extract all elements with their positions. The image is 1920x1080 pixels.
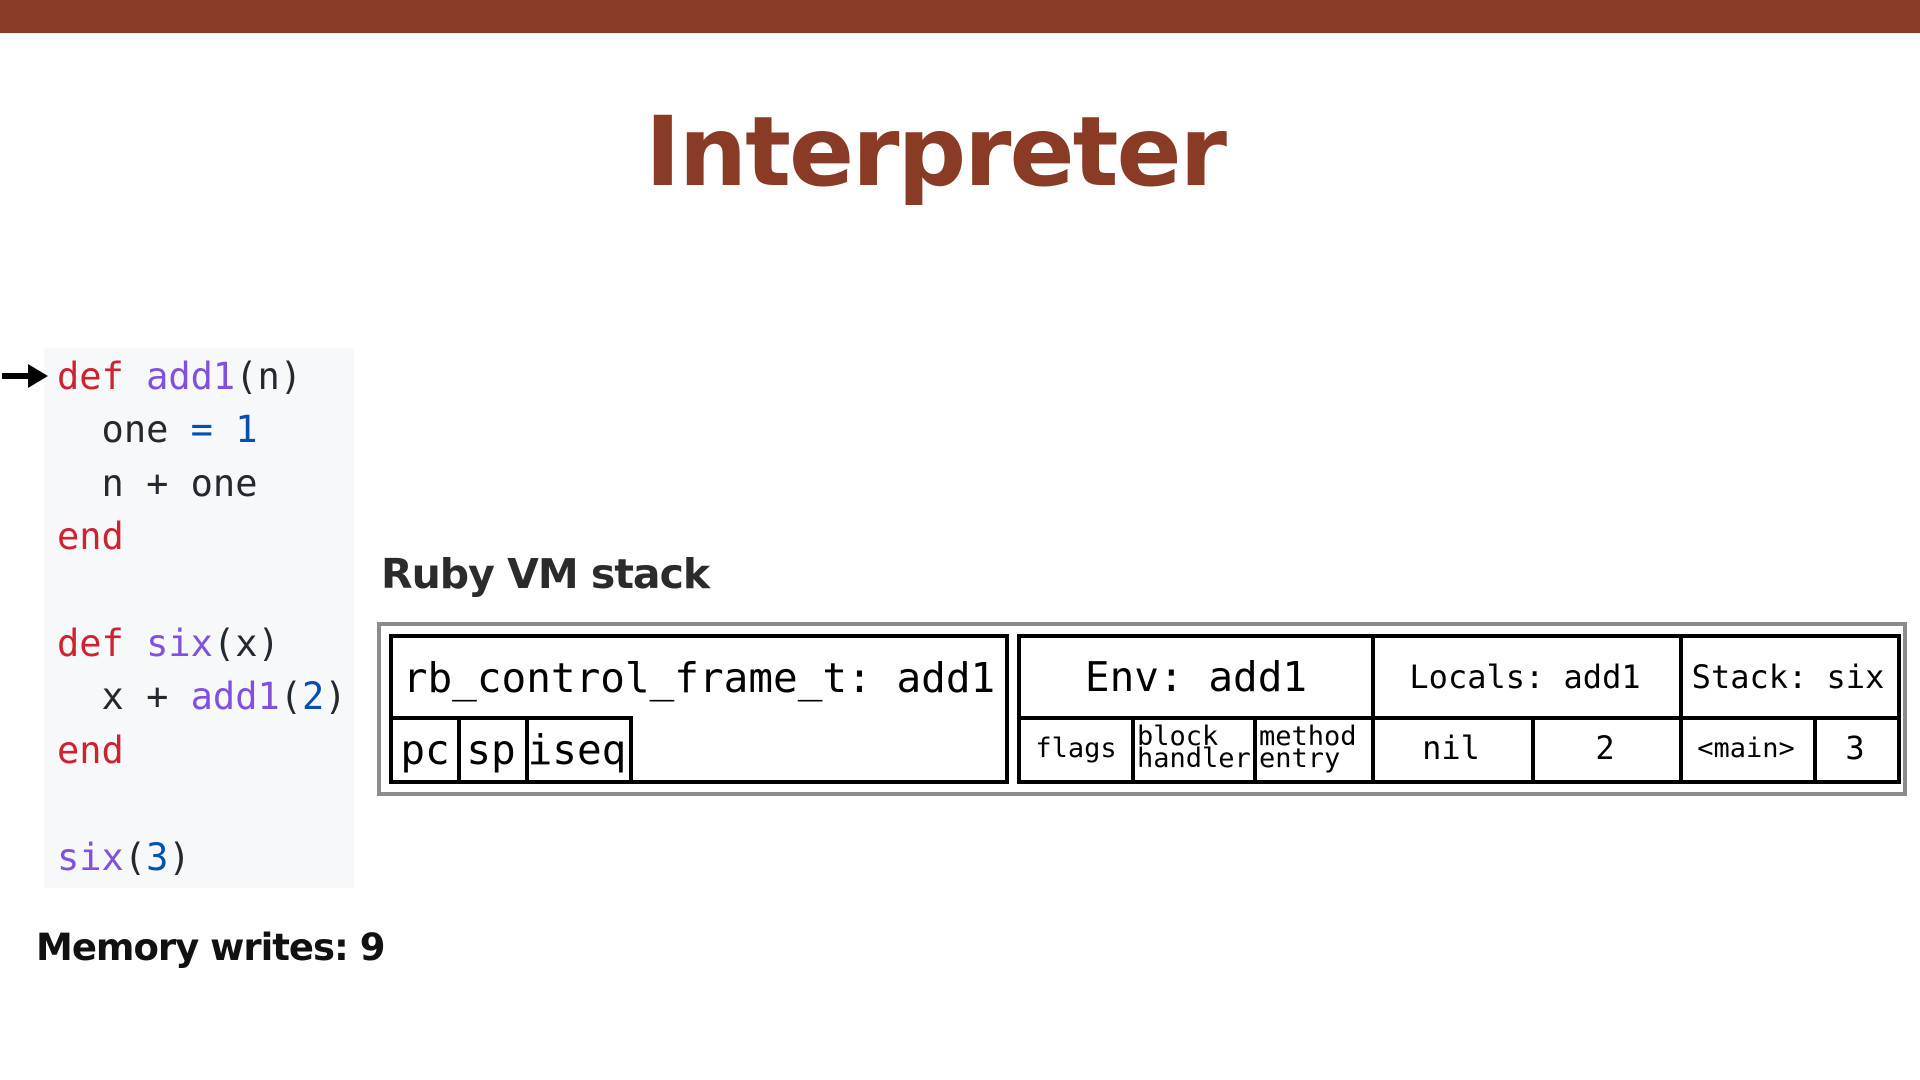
control-frame-field-pc: pc: [393, 716, 461, 780]
code-token: add1: [190, 675, 280, 719]
code-token: add1: [146, 355, 236, 398]
control-frame-title: rb_control_frame_t: add1: [402, 654, 996, 702]
code-token: six: [57, 835, 124, 879]
env-title: Env: add1: [1021, 638, 1375, 720]
code-token: n + one: [57, 461, 258, 505]
code-token: (: [123, 835, 147, 879]
code-line: end: [57, 510, 124, 564]
env-field-block-handler-line2: handler: [1137, 743, 1251, 774]
current-line-arrow-icon: [2, 364, 48, 388]
memory-writes-counter: Memory writes: 9: [36, 926, 385, 969]
code-token: (x): [212, 622, 280, 665]
code-line: six(3): [57, 831, 191, 885]
control-frame-field-sp: sp: [457, 716, 529, 780]
code-token: six: [146, 622, 213, 665]
vm-stack: rb_control_frame_t: add1 pc sp iseq Env:…: [377, 622, 1907, 796]
code-line: x + add1(2): [57, 670, 347, 724]
slide-title: Interpreter: [645, 96, 1227, 208]
env-field-flags-label: flags: [1035, 732, 1117, 764]
code-token: one: [57, 408, 191, 452]
code-token: 1: [235, 408, 258, 452]
code-token: =: [190, 408, 213, 452]
locals-title: Locals: add1: [1371, 638, 1683, 720]
env-field-block-handler-line1: block: [1137, 721, 1219, 752]
code-token: end: [57, 515, 124, 559]
code-token: [213, 408, 235, 451]
stack-value-main: <main>: [1679, 716, 1817, 780]
stack-values-title: Stack: six: [1679, 638, 1897, 720]
code-token: def: [57, 622, 147, 665]
code-line: def add1(n): [57, 350, 302, 404]
code-token: (: [279, 675, 303, 719]
code-token: x +: [57, 675, 191, 719]
code-token: def: [57, 355, 147, 398]
code-line: def six(x): [57, 617, 280, 671]
locals-value-nil: nil: [1371, 716, 1535, 780]
code-token: (n): [235, 355, 303, 398]
code-token: 3: [146, 835, 169, 879]
code-panel: [44, 348, 354, 888]
code-line: one = 1: [57, 403, 258, 457]
env-field-block-handler: block handler: [1131, 716, 1257, 780]
env-frame-box: Env: add1 flags block handler method ent…: [1017, 634, 1901, 784]
code-token: ): [168, 835, 191, 879]
code-token: end: [57, 728, 124, 772]
control-frame-box: rb_control_frame_t: add1 pc sp iseq: [389, 634, 1009, 784]
code-line: end: [57, 724, 124, 778]
env-field-method-entry-line2: entry: [1259, 743, 1341, 774]
code-line: n + one: [57, 457, 258, 511]
code-token: ): [324, 675, 347, 719]
env-field-flags: flags: [1021, 716, 1135, 780]
env-field-method-entry: method entry: [1253, 716, 1375, 780]
stack-value-3: 3: [1845, 729, 1865, 767]
top-accent-bar: [0, 0, 1920, 33]
locals-value-2: 2: [1531, 716, 1683, 780]
control-frame-field-iseq: iseq: [525, 716, 633, 780]
stack-label: Ruby VM stack: [381, 550, 710, 598]
code-token: 2: [302, 675, 325, 719]
env-field-method-entry-line1: method: [1259, 721, 1357, 752]
